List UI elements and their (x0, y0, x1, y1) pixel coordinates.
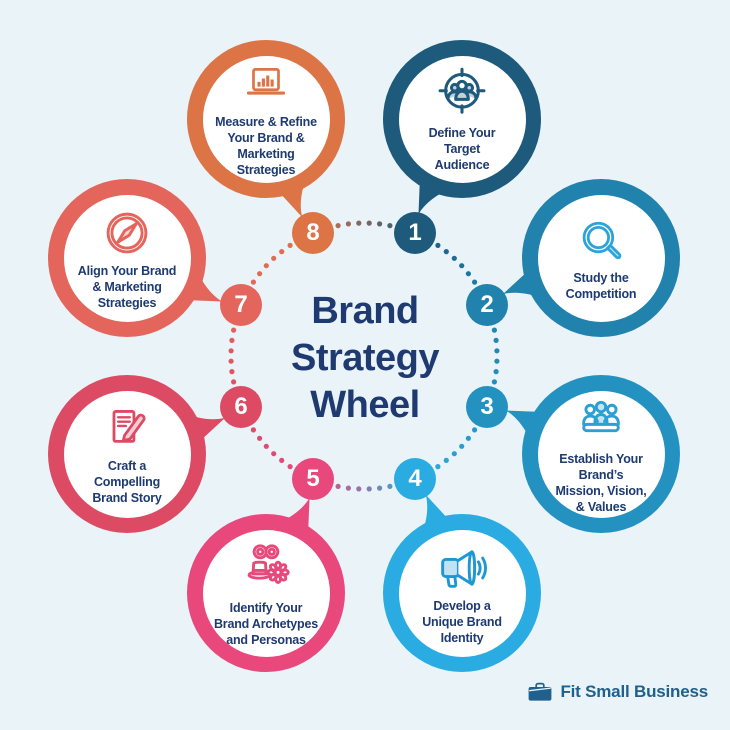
connector-dot (377, 485, 383, 491)
connector-dot (491, 379, 497, 385)
step-3-card: Establish Your Brand’s Mission, Vision, … (537, 390, 665, 518)
connector-dot (459, 443, 465, 449)
analytics-icon (241, 61, 291, 111)
connector-dot (271, 255, 277, 261)
connector-dot (229, 337, 235, 343)
target-audience-icon (434, 66, 490, 122)
connector-dot (472, 427, 478, 433)
step-7-label: Align Your Brand & Marketing Strategies (77, 263, 177, 310)
step-1-circle: Define Your Target Audience (383, 40, 541, 198)
step-7-card: Align Your Brand & Marketing Strategies (63, 194, 191, 322)
step-5-card: Identify Your Brand Archetypes and Perso… (202, 529, 330, 657)
step-8-number-badge: 8 (292, 212, 334, 254)
connector-dot (335, 483, 341, 489)
connector-dot (459, 263, 465, 269)
connector-dot (494, 348, 500, 354)
step-1-card: Define Your Target Audience (398, 55, 526, 183)
step-7-number-badge: 7 (220, 284, 262, 326)
step-3-circle: Establish Your Brand’s Mission, Vision, … (522, 375, 680, 533)
step-8-label: Measure & Refine Your Brand & Marketing … (215, 114, 317, 177)
search-icon (575, 215, 627, 267)
step-6-number-badge: 6 (220, 386, 262, 428)
step-3-label: Establish Your Brand’s Mission, Vision, … (555, 451, 647, 514)
connector-dot (356, 486, 362, 492)
step-6-circle: Craft a Compelling Brand Story (48, 375, 206, 533)
step-7-circle: Align Your Brand & Marketing Strategies (48, 179, 206, 337)
story-icon (101, 403, 153, 455)
connector-dot (345, 485, 351, 491)
connector-dot (443, 249, 449, 255)
step-2-circle: Study the Competition (522, 179, 680, 337)
connector-dot (287, 242, 293, 248)
step-1-label: Define Your Target Audience (428, 125, 496, 172)
connector-dot (465, 271, 471, 277)
compass-icon (100, 206, 154, 260)
connector-dot (279, 249, 285, 255)
connector-dot (228, 358, 234, 364)
briefcase-icon (527, 681, 553, 703)
connector-dot (229, 369, 235, 375)
connector-dot (345, 221, 351, 227)
page-title: Brand Strategy Wheel (290, 290, 440, 426)
meeting-icon (574, 394, 628, 448)
connector-dot (451, 255, 457, 261)
step-3-number-badge: 3 (466, 386, 508, 428)
connector-dot (493, 369, 499, 375)
connector-dot (356, 220, 362, 226)
connector-dot (250, 427, 256, 433)
step-2-card: Study the Competition (537, 194, 665, 322)
connector-dot (231, 379, 237, 385)
step-1-number-badge: 1 (394, 212, 436, 254)
step-8-card: Measure & Refine Your Brand & Marketing … (202, 55, 330, 183)
connector-dot (377, 221, 383, 227)
step-6-label: Craft a Compelling Brand Story (92, 458, 162, 505)
connector-dot (366, 220, 372, 226)
connector-dot (435, 242, 441, 248)
connector-dot (231, 327, 237, 333)
connector-dot (494, 358, 500, 364)
connector-dot (257, 435, 263, 441)
archetypes-icon (237, 539, 295, 597)
connector-dot (366, 486, 372, 492)
brand-logo-label: Fit Small Business (560, 682, 708, 701)
connector-dot (387, 223, 393, 229)
connector-dot (472, 279, 478, 285)
connector-dot (387, 483, 393, 489)
connector-dot (335, 223, 341, 229)
step-4-label: Develop a Unique Brand Identity (422, 598, 502, 645)
step-8-circle: Measure & Refine Your Brand & Marketing … (187, 40, 345, 198)
step-5-label: Identify Your Brand Archetypes and Perso… (213, 600, 318, 647)
connector-dot (263, 443, 269, 449)
connector-dot (493, 337, 499, 343)
connector-dot (271, 451, 277, 457)
step-2-label: Study the Competition (565, 270, 637, 301)
step-6-card: Craft a Compelling Brand Story (63, 390, 191, 518)
connector-dot (257, 271, 263, 277)
brand-logo: Fit Small Business (527, 680, 708, 704)
step-5-circle: Identify Your Brand Archetypes and Perso… (187, 514, 345, 672)
connector-dot (263, 263, 269, 269)
step-2-number-badge: 2 (466, 284, 508, 326)
step-4-circle: Develop a Unique Brand Identity (383, 514, 541, 672)
connector-dot (228, 348, 234, 354)
connector-dot (287, 464, 293, 470)
connector-dot (250, 279, 256, 285)
connector-dot (451, 451, 457, 457)
connector-dot (435, 464, 441, 470)
megaphone-icon (435, 541, 489, 595)
connector-dot (491, 327, 497, 333)
connector-dot (465, 435, 471, 441)
step-5-number-badge: 5 (292, 458, 334, 500)
step-4-number-badge: 4 (394, 458, 436, 500)
connector-dot (279, 457, 285, 463)
step-4-card: Develop a Unique Brand Identity (398, 529, 526, 657)
connector-dot (443, 457, 449, 463)
